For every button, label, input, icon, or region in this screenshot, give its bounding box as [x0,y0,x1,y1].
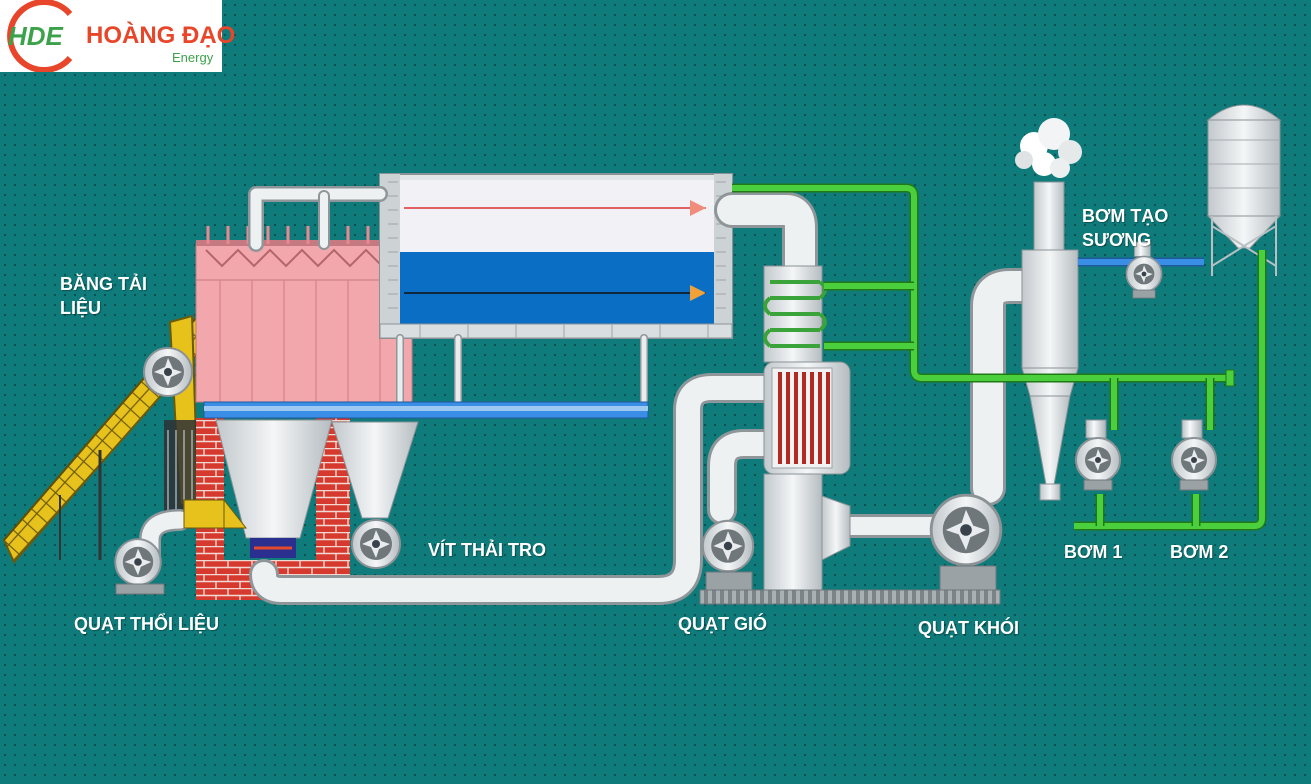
fan-base [939,565,997,591]
label-pump-2: BƠM 2 [1170,542,1229,562]
flue-pipes [139,186,1048,605]
chimney-cyclone [1021,181,1079,501]
fan-icon [701,519,755,573]
air-duct [183,499,225,529]
label-feed-blower: QUẠT THỔI LIỆU [74,614,219,634]
label-ash-screw: VÍT THẢI TRO [428,540,546,560]
equipment-base [699,589,1001,605]
hde-logo-mark: HDE [7,0,73,72]
label-pump-1: BƠM 1 [1064,542,1123,562]
logo-mark-text: HDE [8,21,64,51]
boiler-drum [379,173,733,339]
fan-icon [351,519,401,569]
fan-icon [929,493,1003,567]
silo-icon [1206,104,1282,276]
fan-icon [114,538,162,586]
economizer [763,265,851,591]
fan-icon [143,347,193,397]
label-mist-pump: BƠM TẠO SƯƠNG [1082,206,1169,250]
air-pipe [203,401,649,419]
label-feed-conveyor: BĂNG TẢI LIỆU [60,274,147,318]
company-logo: HDE HOÀNG ĐẠO Energy [0,0,235,72]
pump-icon [1075,419,1121,491]
brand-name: HOÀNG ĐẠO [86,22,236,49]
furnace-brick-base [196,418,419,600]
fan-base [705,571,753,591]
label-exhaust-fan: QUẠT KHÓI [918,618,1019,638]
brand-subtitle: Energy [172,50,214,65]
fan-base [115,583,165,595]
smoke-icon [1015,118,1082,178]
pump-icon [1171,419,1217,491]
air-duct-end [223,498,248,529]
water-pipes [732,183,1267,531]
label-air-fan: QUẠT GIÓ [678,614,767,634]
